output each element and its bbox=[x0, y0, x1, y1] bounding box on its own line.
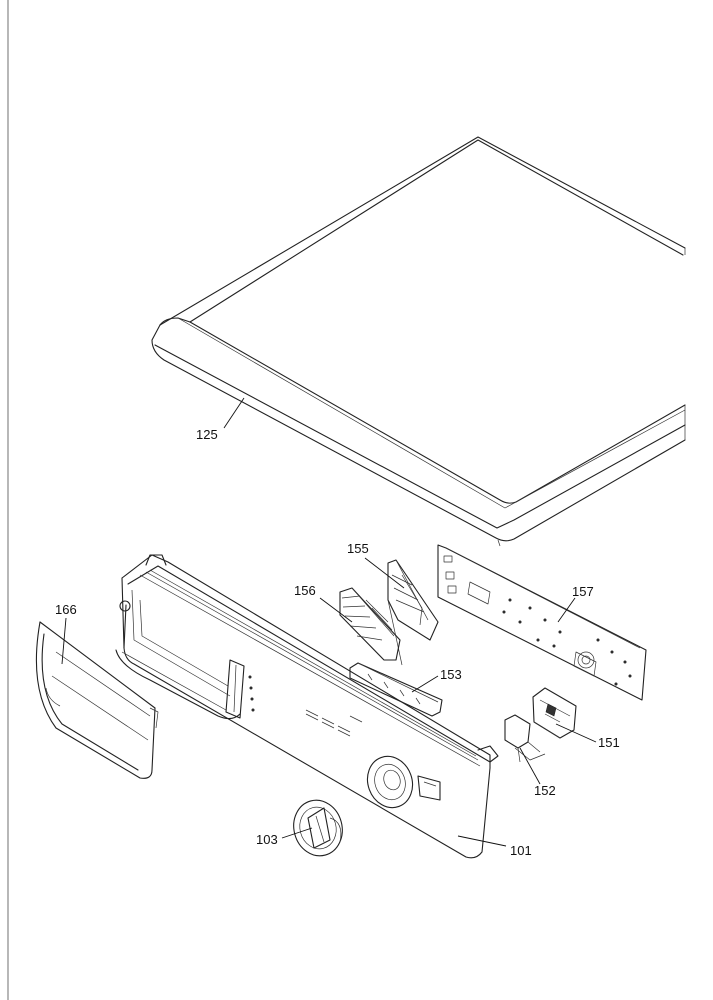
electronic-board-drawing bbox=[437, 544, 647, 701]
control-panel-drawing bbox=[115, 554, 499, 859]
switch-bracket-drawing bbox=[504, 714, 546, 763]
push-buttons-drawing bbox=[339, 587, 401, 661]
label-programme-knob: 103 bbox=[256, 832, 278, 847]
label-control-panel: 101 bbox=[510, 843, 532, 858]
label-control-board-holder: 155 bbox=[347, 541, 369, 556]
board-holder-drawing bbox=[387, 559, 439, 666]
label-switch-bracket: 152 bbox=[534, 783, 556, 798]
leader-lines bbox=[61, 397, 597, 847]
door-lock-switch-drawing bbox=[532, 687, 577, 739]
label-electronic-board: 157 bbox=[572, 584, 594, 599]
label-push-buttons: 156 bbox=[294, 583, 316, 598]
label-detergent-drawer: 166 bbox=[55, 602, 77, 617]
detergent-drawer-drawing bbox=[35, 621, 159, 779]
label-light-guide: 153 bbox=[440, 667, 462, 682]
label-top-cover: 125 bbox=[196, 427, 218, 442]
light-guide-drawing bbox=[349, 662, 443, 717]
top-cover-drawing bbox=[151, 136, 686, 547]
label-door-lock-switch: 151 bbox=[598, 735, 620, 750]
programme-knob-drawing bbox=[293, 799, 343, 857]
part-labels: 125 155 156 157 166 153 151 152 103 101 bbox=[55, 427, 620, 858]
